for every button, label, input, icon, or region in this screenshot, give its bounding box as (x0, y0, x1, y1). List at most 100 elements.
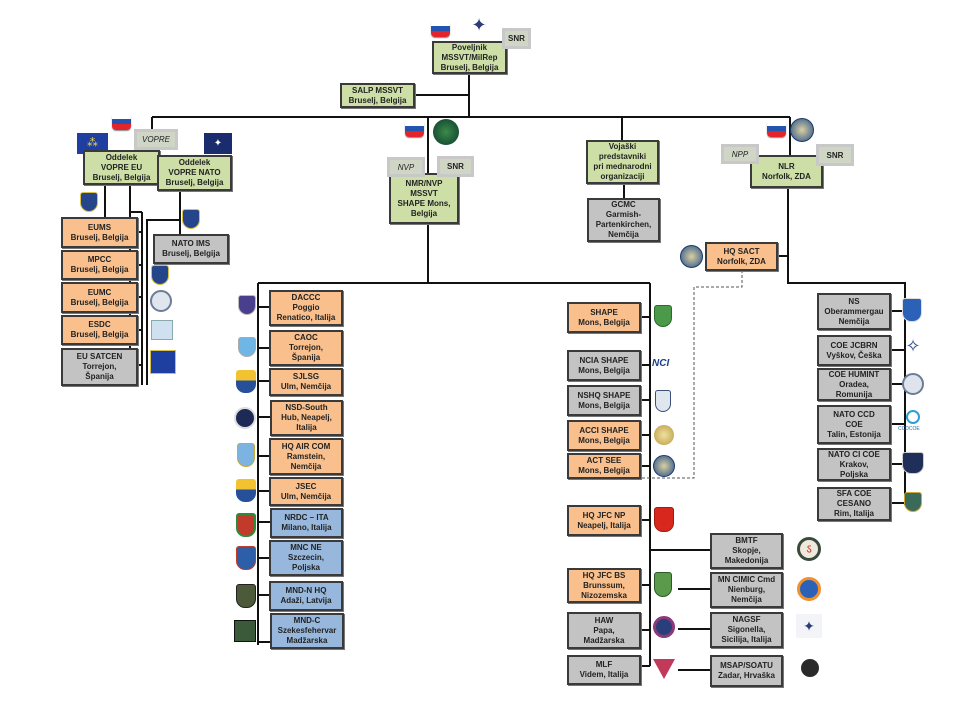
box-vojaski-predstavniki: Vojaški predstavniki pri mednarodni orga… (586, 140, 659, 184)
box-eums: EUMS Bruselj, Belgija (61, 217, 138, 248)
box-mlf: MLF Videm, Italija (567, 655, 641, 685)
box-mnd-c: MND-C Szekesfehervar Madžarska (270, 613, 344, 649)
box-nsd-south: NSD-South Hub, Neapelj, Italija (270, 400, 343, 436)
bmtf-emblem-icon: ऽ (797, 537, 821, 561)
box-mn-cimic-cmd: MN CIMIC Cmd Nienburg, Nemčija (710, 572, 783, 608)
ns-emblem-icon (902, 298, 922, 322)
box-shape: SHAPE Mons, Belgija (567, 302, 641, 333)
nsd-south-emblem-icon (234, 407, 256, 429)
nmr-emblem-icon (433, 119, 459, 145)
line-nlr (778, 187, 906, 505)
humint-emblem-icon (902, 373, 924, 395)
jsec-emblem-icon (236, 479, 256, 502)
badge-vopre: VOPRE (134, 129, 178, 150)
box-nato-ccd-coe: NATO CCD COE Talin, Estonija (817, 405, 891, 444)
badge-snr: SNR (437, 156, 474, 177)
haw-emblem-icon (653, 616, 675, 638)
badge-snr: SNR (502, 28, 531, 49)
mnd-n-emblem-icon (236, 584, 256, 608)
line-nmr (257, 223, 650, 645)
jfc-np-emblem-icon (654, 507, 674, 532)
satcen-emblem-icon (150, 350, 176, 374)
eumc-emblem-icon (151, 265, 169, 285)
nato-compass-icon: ✦ (471, 15, 487, 35)
eums-emblem-icon (80, 192, 98, 212)
esdc-emblem-icon (150, 290, 172, 312)
box-coe-humint: COE HUMINT Oradea, Romunija (817, 368, 891, 401)
act-see-emblem-icon (653, 455, 675, 477)
box-bmtf: BMTF Skopje, Makedonija (710, 533, 783, 569)
box-nshq-shape: NSHQ SHAPE Mons, Belgija (567, 385, 641, 416)
box-sjlsg: SJLSG Ulm, Nemčija (269, 368, 343, 396)
sjlsg-emblem-icon (236, 370, 256, 393)
box-mnc-ne: MNC NE Szczecin, Poljska (269, 540, 343, 576)
daccc-emblem-icon (238, 295, 256, 315)
sfa-coe-emblem-icon (904, 492, 922, 512)
box-act-see: ACT SEE Mons, Belgija (567, 453, 641, 479)
msap-emblem-icon (801, 659, 819, 677)
box-esdc: ESDC Bruselj, Belgija (61, 315, 138, 345)
box-nato-ims: NATO IMS Bruselj, Belgija (153, 234, 229, 264)
line-nato-ims (146, 191, 181, 385)
box-eumc: EUMC Bruselj, Belgija (61, 282, 138, 313)
box-eu-satcen: EU SATCEN Torrejon, Španija (61, 348, 138, 386)
line-dashed-act-see (640, 270, 743, 479)
nato-flag-icon: ✦ (204, 133, 232, 154)
act-emblem-icon (790, 118, 814, 142)
ccdcoe-logo-text: CCDCOE (898, 426, 920, 432)
cimic-emblem-icon (797, 577, 821, 601)
acci-emblem-icon (654, 425, 674, 445)
box-hq-sact: HQ SACT Norfolk, ZDA (705, 242, 778, 271)
jcbrn-emblem-icon: ✧ (905, 336, 921, 356)
box-salp: SALP MSSVT Bruselj, Belgija (340, 83, 415, 108)
box-mnd-n-hq: MND-N HQ Adaži, Latvija (269, 581, 343, 611)
badge-snr: SNR (816, 144, 854, 166)
box-coe-jcbrn: COE JCBRN Vyškov, Češka (817, 335, 891, 366)
nshq-emblem-icon (655, 390, 671, 412)
box-jsec: JSEC Ulm, Nemčija (269, 477, 343, 506)
box-acci-shape: ACCI SHAPE Mons, Belgija (567, 420, 641, 451)
eu-flag-icon: ⁂ (77, 133, 108, 154)
slovenia-flag-icon (431, 20, 450, 37)
shape-emblem-icon (654, 305, 672, 327)
slovenia-flag-icon (112, 113, 131, 130)
box-nagsf: NAGSF Sigonella, Sicilija, Italija (710, 612, 783, 648)
mnd-c-emblem-icon (234, 620, 256, 642)
nrdc-ita-emblem-icon (236, 513, 256, 537)
box-mpcc: MPCC Bruselj, Belgija (61, 250, 138, 280)
line-top (415, 73, 470, 117)
badge-nvp: NVP (387, 157, 425, 177)
caoc-emblem-icon (238, 337, 256, 357)
box-vopre-eu: Oddelek VOPRE EU Bruselj, Belgija (83, 150, 160, 185)
slovenia-flag-icon (767, 120, 786, 137)
box-hq-air-com: HQ AIR COM Ramstein, Nemčija (269, 438, 343, 475)
ci-coe-emblem-icon (902, 452, 924, 474)
box-poveljnik: Poveljnik MSSVT/MilRep Bruselj, Belgija (432, 41, 507, 74)
box-caoc: CAOC Torrejon, Španija (269, 330, 343, 366)
ncia-logo-icon: NCI (652, 358, 670, 369)
mnc-ne-emblem-icon (236, 546, 256, 570)
slovenia-flag-icon (405, 120, 424, 137)
box-nrdc-ita: NRDC – ITA Milano, Italija (270, 508, 343, 538)
jfc-bs-emblem-icon (654, 572, 672, 597)
box-gcmc: GCMC Garmish- Partenkirchen, Nemčija (587, 198, 660, 242)
box-nlr: NLR Norfolk, ZDA (750, 155, 823, 188)
box-nato-ci-coe: NATO CI COE Krakov, Poljska (817, 448, 891, 481)
box-daccc: DACCC Poggio Renatico, Italija (269, 290, 343, 326)
box-hq-jfc-bs: HQ JFC BS Brunssum, Nizozemska (567, 568, 641, 603)
box-sfa-coe: SFA COE CESANO Rim, Italija (817, 487, 891, 521)
box-vopre-nato: Oddelek VOPRE NATO Bruselj, Belgija (157, 155, 232, 191)
box-msap-soatu: MSAP/SOATU Zadar, Hrvaška (710, 655, 783, 687)
ccdcoe-emblem-icon (906, 410, 920, 424)
mlf-emblem-icon (653, 659, 675, 679)
sact-emblem-icon (680, 245, 703, 268)
line-left-column (258, 306, 270, 643)
box-haw: HAW Papa, Madžarska (567, 612, 641, 649)
nato-compass-icon: ✦ (796, 614, 822, 638)
box-ncia-shape: NCIA SHAPE Mons, Belgija (567, 350, 641, 381)
box-nmr: NMR/NVP MSSVT SHAPE Mons, Belgija (389, 173, 459, 224)
mpcc-emblem-icon (151, 320, 173, 340)
badge-npp: NPP (721, 144, 759, 164)
